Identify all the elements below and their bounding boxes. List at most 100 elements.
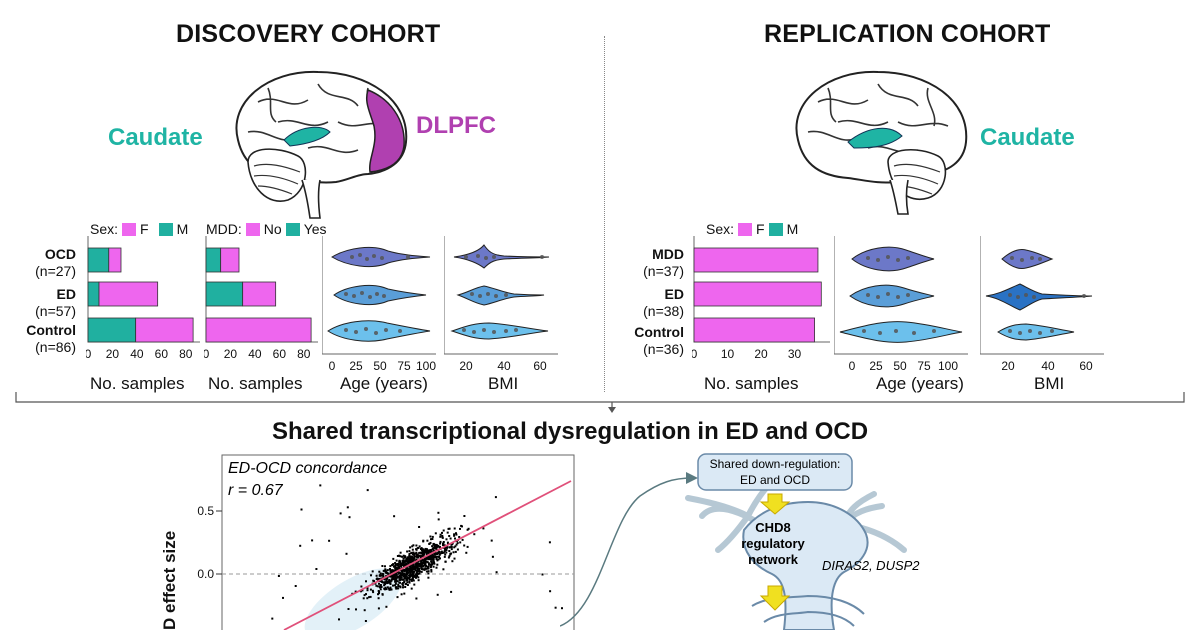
age-ticks-rep: 0 25 50 75 100 [849, 359, 959, 373]
svg-text:60: 60 [533, 359, 547, 373]
sex-legend-label-replication: Sex: [706, 221, 735, 237]
neuron-illustration: Shared down-regulation: ED and OCD CHD8 … [685, 453, 920, 630]
sex-disc-bar-ocd-f [108, 247, 122, 273]
bmi-points [462, 254, 544, 334]
row-label-mdd-rep: MDD(n=37) [643, 246, 684, 279]
svg-text:20: 20 [1001, 359, 1015, 373]
svg-text:100: 100 [938, 359, 958, 373]
replication-title: REPLICATION COHORT [764, 20, 1051, 48]
xlabel-bmi-replication: BMI [1034, 374, 1065, 393]
row-label-control: Control(n=86) [26, 322, 76, 355]
gene-names: DIRAS2, DUSP2 [822, 558, 920, 573]
mdd-disc-tick: 60 [273, 347, 287, 360]
bar-chart-mdd-discovery: 0 20 40 60 80 [204, 236, 318, 360]
violin-control-bmi [450, 322, 549, 340]
svg-text:25: 25 [349, 359, 363, 373]
scatter-ylabel: D effect size [160, 530, 179, 630]
sex-disc-tick: 0 [86, 347, 92, 360]
row-label-ocd: OCD(n=27) [35, 246, 76, 279]
row-label-ed-rep: ED(n=38) [643, 286, 684, 319]
brain-illustration-replication [795, 70, 968, 215]
xlabel-samples-sex: No. samples [90, 374, 185, 393]
mdd-disc-tick: 0 [204, 347, 210, 360]
violin-ed-age-rep [849, 284, 935, 308]
sex-disc-bar-ocd-m [87, 247, 110, 273]
bmi-ticks-rep: 20 40 60 [1001, 359, 1093, 373]
violin-age-replication: 0 25 50 75 100 [834, 236, 968, 373]
caudate-label-discovery: Caudate [108, 124, 203, 151]
sex-disc-tick: 40 [130, 347, 144, 360]
violin-ed-bmi-rep [985, 283, 1093, 311]
age-ticks: 0 25 50 75 100 [329, 359, 436, 373]
network-label-2: regulatory [741, 536, 805, 551]
mdd-no-label: No [263, 221, 282, 237]
violin-ed-bmi [456, 285, 545, 306]
sex-disc-bar-ed-f [98, 281, 159, 307]
box-text-1: Shared down-regulation: [710, 457, 841, 471]
sex-disc-tick: 80 [179, 347, 193, 360]
mdd-disc-tick: 20 [224, 347, 238, 360]
down-arrow-1 [759, 493, 791, 515]
mdd-disc-bar-control-no [205, 317, 312, 343]
scatter-yticks: 0.5 0.0 [197, 504, 214, 581]
xlabel-bmi-discovery: BMI [488, 374, 519, 393]
fit-line [283, 480, 572, 630]
cohort-divider [604, 36, 605, 392]
scatter-r-value: r = 0.67 [228, 482, 284, 499]
female-legend-label: F [140, 221, 149, 237]
mdd-yes-swatch [285, 222, 300, 236]
svg-text:20: 20 [459, 359, 473, 373]
mdd-disc-tick: 40 [248, 347, 262, 360]
connector-arrow [560, 472, 698, 627]
mdd-yes-label: Yes [303, 221, 327, 237]
female-swatch [122, 222, 137, 236]
violin-age-discovery: 0 25 50 75 100 [322, 236, 436, 373]
network-label-3: network [748, 552, 799, 567]
discovery-title: DISCOVERY COHORT [176, 20, 441, 48]
brain-illustration-discovery [235, 70, 408, 219]
svg-text:50: 50 [373, 359, 387, 373]
sex-legend-replication: Sex: F M [706, 221, 798, 237]
sex-rep-tick: 20 [754, 347, 768, 360]
age-points-rep [862, 255, 936, 335]
sex-rep-bar-mdd-f [693, 247, 819, 273]
svg-text:50: 50 [893, 359, 907, 373]
row-label-ed: ED(n=57) [35, 286, 76, 319]
male-legend-label-replication: M [786, 221, 799, 237]
svg-text:25: 25 [869, 359, 883, 373]
svg-text:60: 60 [1079, 359, 1093, 373]
sex-rep-tick: 10 [721, 347, 735, 360]
mdd-legend-discovery: MDD: No Yes [206, 221, 327, 237]
mdd-disc-bar-ocd-no [220, 247, 240, 273]
sex-disc-tick: 60 [155, 347, 169, 360]
mdd-legend-label: MDD: [206, 221, 242, 237]
violin-mdd-age [851, 246, 935, 272]
sex-disc-tick: 20 [106, 347, 120, 360]
bmi-ticks: 20 40 60 [459, 359, 547, 373]
violin-control-bmi-rep [997, 323, 1075, 341]
svg-text:75: 75 [917, 359, 931, 373]
mdd-disc-tick: 80 [297, 347, 311, 360]
mdd-disc-bar-ed-no [242, 281, 277, 307]
male-legend-label: M [176, 221, 189, 237]
xlabel-samples-mdd: No. samples [208, 374, 303, 393]
violin-ed-age [333, 284, 427, 306]
violin-mdd-bmi [1001, 249, 1054, 269]
svg-text:0: 0 [329, 359, 336, 373]
xlabel-age-discovery: Age (years) [340, 374, 428, 393]
sex-disc-bar-control-f [135, 317, 194, 343]
bmi-points-rep [1008, 256, 1086, 335]
dlpfc-label: DLPFC [416, 112, 496, 139]
sex-disc-bar-ed-m [87, 281, 100, 307]
violin-bmi-replication: 20 40 60 [980, 236, 1104, 373]
mdd-disc-bar-ocd-yes [205, 247, 222, 273]
sex-rep-tick: 30 [788, 347, 802, 360]
sex-rep-bar-control-f [693, 317, 815, 343]
svg-text:40: 40 [1041, 359, 1055, 373]
svg-text:100: 100 [416, 359, 436, 373]
sex-legend-label: Sex: [90, 221, 119, 237]
scatter-title: ED-OCD concordance [228, 460, 387, 477]
xlabel-samples-replication: No. samples [704, 374, 799, 393]
bar-chart-sex-discovery: 0 20 40 60 80 [86, 236, 200, 360]
